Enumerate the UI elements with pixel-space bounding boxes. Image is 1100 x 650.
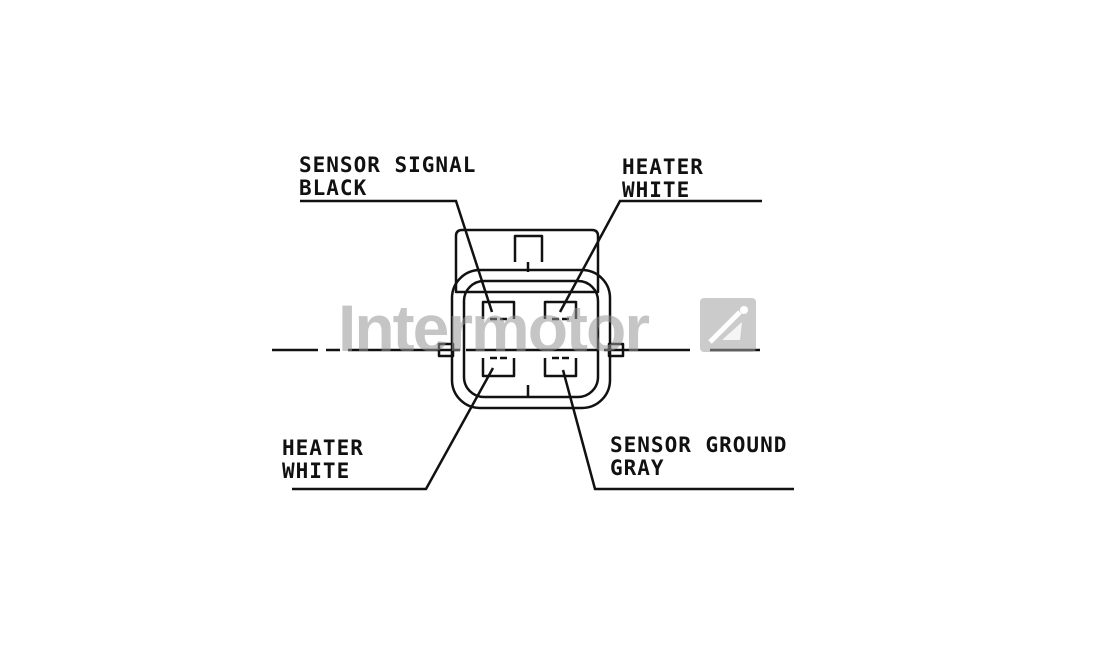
label-sensor-signal-line2: BLACK bbox=[299, 176, 368, 200]
pin-socket-top-right bbox=[543, 300, 578, 319]
leader-sensor-ground bbox=[561, 369, 794, 491]
pin-socket-bottom-left bbox=[481, 358, 516, 378]
label-heater-top-line1: HEATER bbox=[622, 155, 704, 179]
connector-face-inner bbox=[462, 279, 600, 399]
watermark-text: Intermotor bbox=[338, 291, 650, 365]
label-sensor-signal-line1: SENSOR SIGNAL bbox=[299, 153, 477, 177]
label-heater-top-line2: WHITE bbox=[622, 178, 691, 202]
label-sensor-ground: SENSOR GROUND GRAY bbox=[610, 434, 787, 480]
label-sensor-ground-line1: SENSOR GROUND bbox=[610, 433, 788, 457]
pin-socket-top-left bbox=[481, 300, 516, 319]
label-heater-top: HEATER WHITE bbox=[622, 156, 704, 202]
leader-heater-bottom bbox=[292, 367, 495, 491]
label-heater-bottom: HEATER WHITE bbox=[282, 437, 364, 483]
intermotor-i-logo-icon bbox=[700, 298, 756, 352]
connector-face-outer bbox=[450, 268, 612, 410]
label-sensor-ground-line2: GRAY bbox=[610, 456, 665, 480]
label-sensor-signal: SENSOR SIGNAL BLACK bbox=[299, 154, 476, 200]
label-heater-bottom-line2: WHITE bbox=[282, 459, 351, 483]
leader-heater-top bbox=[558, 199, 762, 313]
connector-rear-housing bbox=[454, 228, 600, 294]
pin-socket-bottom-right bbox=[543, 358, 578, 378]
connector-lock-tab bbox=[513, 234, 544, 262]
leader-sensor-signal bbox=[300, 199, 494, 313]
label-heater-bottom-line1: HEATER bbox=[282, 436, 364, 460]
